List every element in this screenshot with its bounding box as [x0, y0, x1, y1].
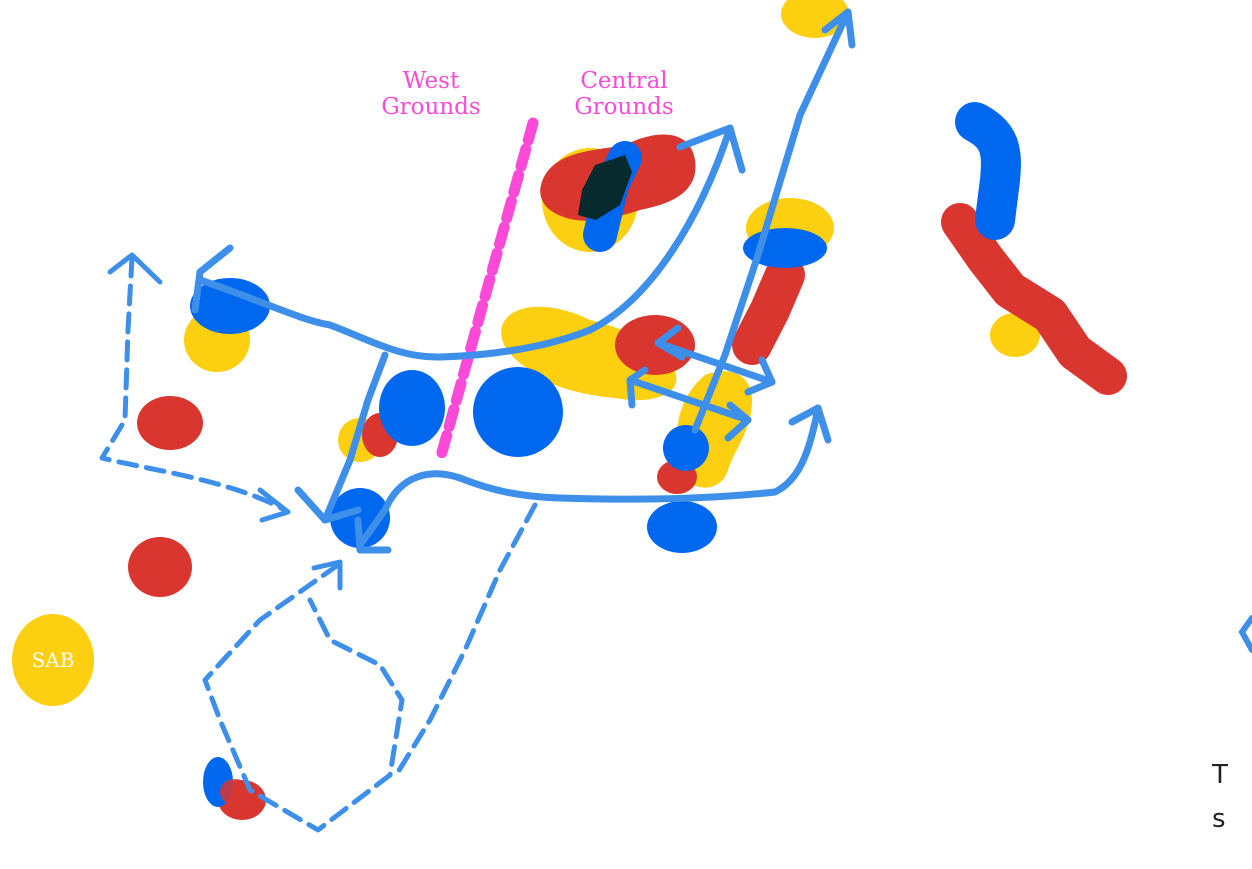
blue-strip-far-east	[955, 102, 1021, 240]
red-blob-west-1	[137, 396, 203, 450]
blue-blob-se-2	[647, 501, 717, 553]
solid-path-south	[321, 351, 389, 524]
overlap-red-bottom	[220, 779, 250, 805]
solid-path-north	[691, 8, 852, 434]
arrowhead-dashed-north	[107, 252, 163, 285]
double-arrow-east	[654, 339, 776, 386]
sab-label: SAB	[32, 648, 75, 672]
arrowhead-east	[788, 404, 832, 444]
dashed-path-south	[395, 502, 538, 775]
west-grounds-label-line1: West	[403, 68, 460, 94]
double-arrow-mid-head-b	[724, 401, 752, 442]
red-blob-west-2	[128, 537, 192, 597]
yellow-blob-far-east	[990, 313, 1040, 357]
solid-path-loop	[356, 404, 822, 549]
central-grounds-label-line1: Central	[580, 68, 667, 94]
solid-paths	[191, 8, 856, 554]
arrowhead-loop-end	[354, 516, 392, 554]
dashed-paths	[99, 255, 538, 833]
partial-arrowhead-edge	[1238, 615, 1252, 653]
red-blob-mid	[615, 315, 695, 375]
red-strip-far-east	[941, 203, 1127, 395]
yellow-blobs	[12, 0, 1040, 706]
edge-text-line2: s	[1212, 804, 1226, 834]
blue-blob-left	[190, 278, 270, 334]
blue-blob-se-1	[663, 425, 709, 471]
double-arrow-head-b	[744, 356, 776, 396]
overlap-dark-center	[578, 155, 632, 220]
arrowhead-dashed-east	[257, 487, 291, 523]
arrowhead-ne	[676, 124, 746, 174]
arrowhead-sw	[294, 486, 362, 524]
double-arrow-mid	[626, 376, 752, 424]
double-arrow-head-a	[654, 324, 686, 361]
dashed-path-arrowheads	[107, 252, 343, 591]
red-strip-east	[732, 255, 805, 365]
west-grounds-label-line2: Grounds	[381, 94, 480, 120]
blue-blob-center-1	[379, 370, 445, 446]
double-arrow-mid-head-a	[626, 366, 649, 409]
central-grounds-label-line2: Grounds	[574, 94, 673, 120]
solid-path-main-arc	[196, 124, 734, 361]
grounds-divider-line	[435, 117, 539, 462]
yellow-blob-sab	[12, 614, 94, 706]
edge-text-line1: T	[1212, 760, 1228, 790]
arrowhead-north	[821, 8, 856, 49]
arrowhead-dashed-sw	[311, 559, 343, 591]
blue-blob-center-2	[473, 367, 563, 457]
dashed-path-west	[99, 255, 288, 513]
arrowhead-west	[191, 244, 234, 314]
dashed-path-south-loop	[202, 562, 405, 833]
